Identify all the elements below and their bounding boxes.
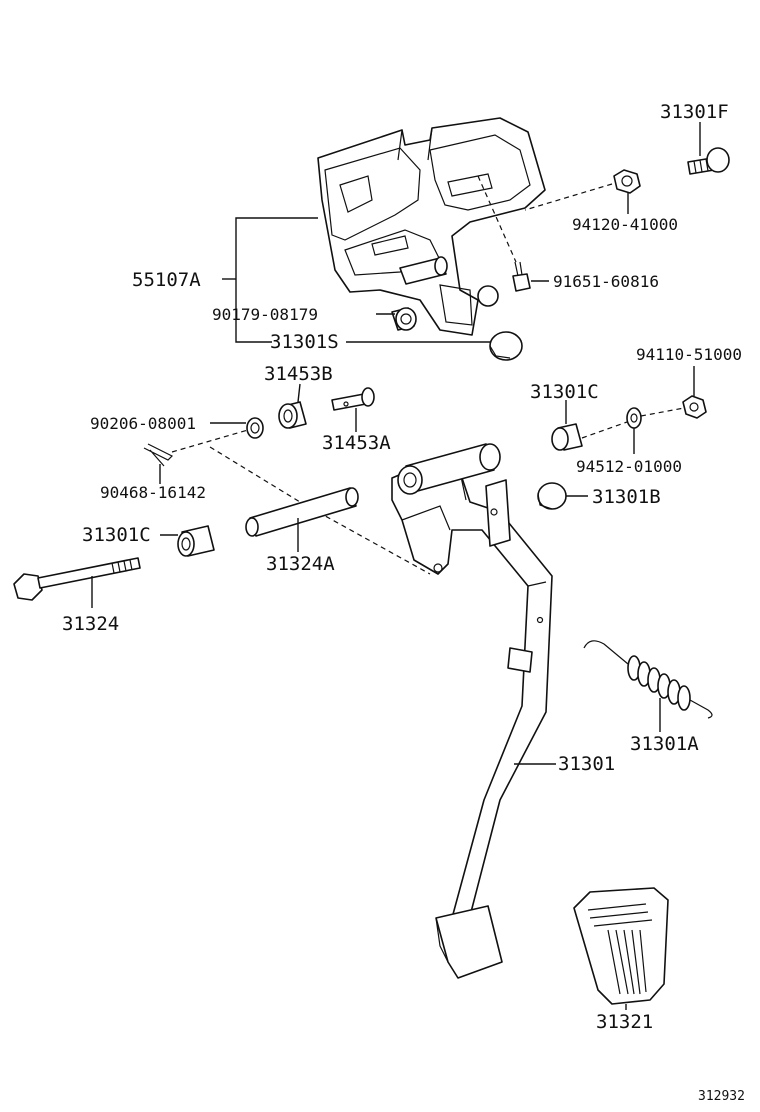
- label-94110-51000: 94110-51000: [636, 345, 742, 364]
- label-94512-01000: 94512-01000: [576, 457, 682, 476]
- pedal-bracket: [317, 117, 546, 336]
- label-31301F: 31301F: [660, 101, 729, 123]
- collar-31301C-left: [160, 525, 215, 557]
- bolt-31324: [13, 557, 141, 608]
- label-90468-16142: 90468-16142: [100, 483, 206, 502]
- bracket-leader: [235, 217, 318, 343]
- stopper-31301B: [537, 482, 588, 510]
- label-94120-41000: 94120-41000: [572, 215, 678, 234]
- label-31301S: 31301S: [270, 331, 339, 353]
- bushing-31453B: [278, 383, 307, 429]
- collar-31301C-right: [551, 400, 583, 451]
- label-90206-08001: 90206-08001: [90, 414, 196, 433]
- clip-90206: [210, 417, 264, 439]
- bolt-31301F: [687, 122, 730, 175]
- label-55107A: 55107A: [132, 269, 201, 291]
- stopper-31301S: [346, 331, 523, 361]
- nut-94110: [682, 366, 707, 419]
- label-31453B: 31453B: [264, 363, 333, 385]
- label-91651-60816: 91651-60816: [553, 272, 659, 291]
- label-31324: 31324: [62, 613, 119, 635]
- pedal-arm: [391, 443, 556, 979]
- spring-31301A: [583, 640, 713, 732]
- nut-94120: [613, 169, 641, 214]
- label-31301A: 31301A: [630, 733, 699, 755]
- pedal-pad-31321: [573, 887, 669, 1010]
- label-31301: 31301: [558, 753, 615, 775]
- label-31324A: 31324A: [266, 553, 335, 575]
- cotter-pin-90468: [143, 443, 174, 484]
- label-31453A: 31453A: [322, 432, 391, 454]
- figure-id: 312932: [698, 1089, 745, 1104]
- label-90179-08179: 90179-08179: [212, 305, 318, 324]
- label-31301C-right: 31301C: [530, 381, 599, 403]
- sleeve-31324A: [245, 487, 359, 552]
- label-31321: 31321: [596, 1011, 653, 1033]
- label-31301C-left: 31301C: [82, 524, 151, 546]
- label-31301B: 31301B: [592, 486, 661, 508]
- pin-31453A: [331, 387, 375, 432]
- washer-94512: [626, 407, 642, 454]
- bolt-91651: [512, 261, 549, 292]
- bushing-90179: [376, 307, 417, 331]
